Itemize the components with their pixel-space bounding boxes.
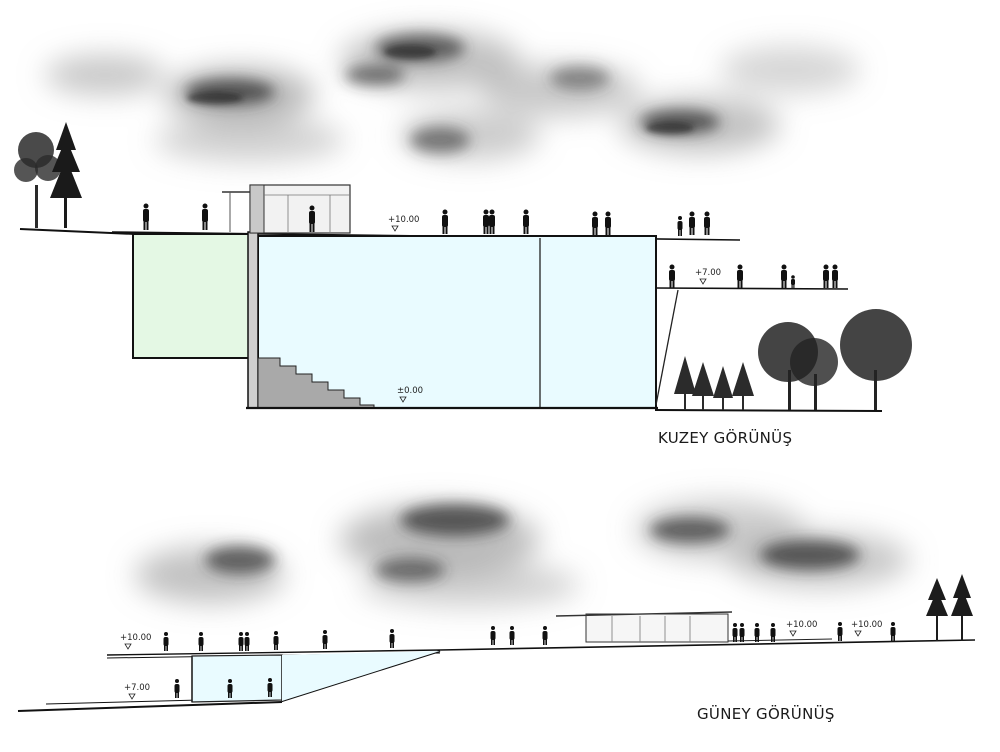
south-right-trees (926, 574, 973, 641)
north-building (132, 184, 679, 410)
structural-wall (247, 231, 259, 409)
south-people (163, 622, 896, 698)
south-clouds (135, 500, 910, 607)
north-elevation-title: KUZEY GÖRÜNÜŞ (658, 429, 793, 447)
stairs (257, 357, 375, 409)
north-clouds (45, 30, 860, 162)
svg-text:+10.00: +10.00 (851, 620, 882, 630)
north-level-bottom-marker: ±0.00 (397, 386, 423, 403)
main-glazed-facade (257, 235, 657, 409)
svg-text:+10.00: +10.00 (120, 633, 151, 643)
south-level-left-low-marker: +7.00 (124, 683, 150, 700)
rooftop-pavilion (249, 184, 351, 234)
green-glazed-volume (132, 233, 250, 359)
north-level-top-marker: +10.00 (388, 215, 419, 232)
svg-text:+7.00: +7.00 (124, 683, 150, 693)
svg-text:+7.00: +7.00 (695, 268, 721, 278)
svg-text:+10.00: +10.00 (388, 215, 419, 225)
south-level-right-2-marker: +10.00 (851, 620, 882, 637)
svg-text:+10.00: +10.00 (786, 620, 817, 630)
svg-text:±0.00: ±0.00 (397, 386, 423, 396)
north-left-trees (14, 122, 82, 228)
north-people (143, 203, 838, 288)
north-right-trees (674, 309, 912, 410)
south-elevation-title: GÜNEY GÖRÜNÜŞ (697, 705, 835, 723)
south-ground (17, 639, 976, 712)
north-level-mid-marker: +7.00 (695, 268, 721, 285)
south-building (191, 611, 833, 703)
south-pavilion (585, 613, 729, 643)
south-level-left-top-marker: +10.00 (120, 633, 151, 650)
south-level-right-1-marker: +10.00 (786, 620, 817, 637)
